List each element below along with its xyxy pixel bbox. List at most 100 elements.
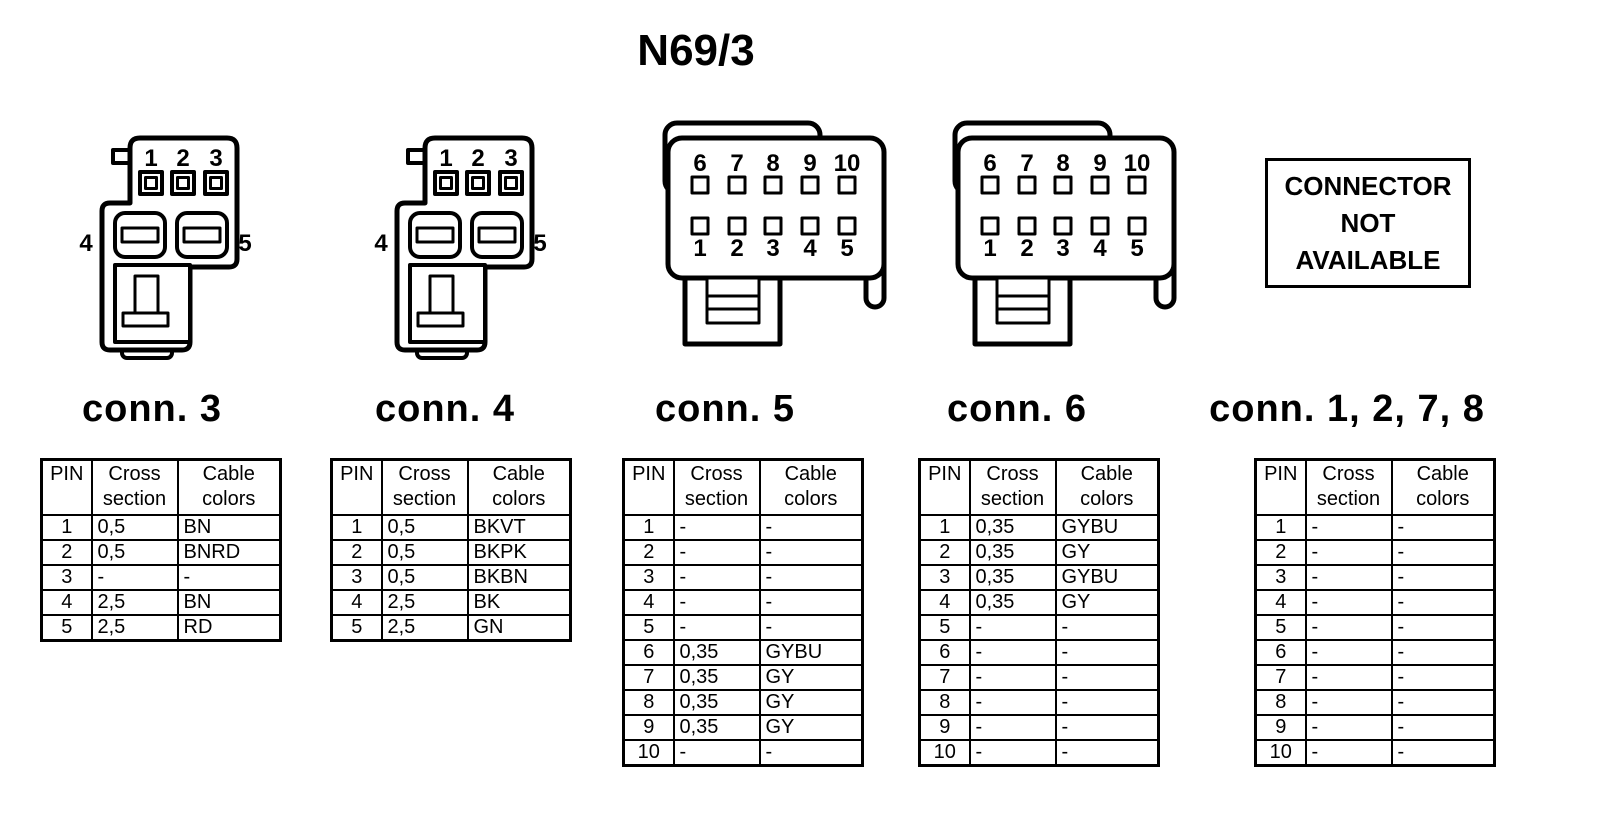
- cross-section-cell: -: [1304, 614, 1393, 641]
- pin-cavities-bottom-row: [980, 216, 1147, 236]
- pin-number-label: 1: [439, 145, 452, 172]
- connector-housing-drawing-conn3: 1 2 3 4 5: [79, 135, 252, 360]
- cross-section-cell: -: [672, 614, 761, 641]
- cable-colors-cell: GYBU: [1054, 564, 1160, 591]
- pin-cell: 2: [40, 539, 93, 566]
- pin-cell: 5: [40, 614, 93, 642]
- table-row: 5--: [622, 614, 864, 641]
- pin-number-label: 2: [730, 235, 743, 262]
- pin-cell: 3: [1254, 564, 1307, 591]
- pin-cell: 4: [1254, 589, 1307, 616]
- pin-number-label: 7: [1020, 150, 1033, 177]
- na-box-line: CONNECTOR: [1284, 170, 1452, 201]
- pin-cell: 4: [622, 589, 675, 616]
- cable-colors-cell: -: [1054, 689, 1160, 716]
- table-row: 9--: [1254, 714, 1496, 741]
- cross-section-cell: -: [968, 639, 1057, 666]
- pin-cell: 2: [330, 539, 383, 566]
- pin-cell: 3: [622, 564, 675, 591]
- table-row: 4--: [622, 589, 864, 616]
- pin-cell: 10: [1254, 739, 1307, 767]
- cross-section-cell: 0,5: [90, 514, 179, 541]
- pin-number-label: 8: [766, 150, 779, 177]
- connector-caption-conn5: conn. 5: [654, 388, 796, 430]
- pin-cell: 5: [1254, 614, 1307, 641]
- connector-housing-drawing-conn5: 6 7 8 9 10 1 2 3 4 5: [662, 120, 887, 347]
- pin-cell: 2: [918, 539, 971, 566]
- cable-colors-cell: BN: [176, 514, 282, 541]
- pin-cell: 1: [622, 514, 675, 541]
- pin-number-label: 2: [1020, 235, 1033, 262]
- pin-cavities-top-row: [138, 170, 229, 196]
- table-row: 10--: [622, 739, 864, 767]
- pin-cell: 2: [622, 539, 675, 566]
- cable-colors-cell: BKPK: [466, 539, 572, 566]
- pin-column-header: PIN: [40, 458, 93, 516]
- pin-number-label: 8: [1056, 150, 1069, 177]
- pin-table-body: 1--2--3--4--5--6--7--8--9--10--: [1254, 514, 1496, 767]
- pin-number-label: 3: [504, 145, 517, 172]
- pin-cavities-slot-row: [408, 211, 524, 259]
- page-title: N69/3: [637, 26, 755, 75]
- table-row: 2--: [622, 539, 864, 566]
- pin-number-label: 3: [1056, 235, 1069, 262]
- cable-colors-cell: -: [1390, 514, 1496, 541]
- cross-section-cell: -: [968, 739, 1057, 767]
- cross-section-cell: 0,35: [672, 664, 761, 691]
- cable-colors-cell: -: [1054, 664, 1160, 691]
- cross-section-cell: -: [672, 514, 761, 541]
- cable-colors-cell: BKVT: [466, 514, 572, 541]
- cross-section-cell: 2,5: [90, 589, 179, 616]
- table-row: 3--: [40, 564, 282, 591]
- cross-section-cell: -: [1304, 589, 1393, 616]
- pin-number-label: 4: [79, 230, 93, 257]
- table-row: 6--: [1254, 639, 1496, 666]
- pin-column-header: PIN: [330, 458, 383, 516]
- table-row: 5--: [1254, 614, 1496, 641]
- cable-colors-cell: GYBU: [758, 639, 864, 666]
- pin-cell: 8: [622, 689, 675, 716]
- pin-number-label: 9: [1093, 150, 1106, 177]
- pin-number-label: 1: [144, 145, 157, 172]
- cable-colors-cell: GY: [758, 689, 864, 716]
- cable-colors-cell: -: [1390, 539, 1496, 566]
- cross-section-cell: -: [672, 589, 761, 616]
- pin-cell: 4: [330, 589, 383, 616]
- cable-colors-cell: GN: [466, 614, 572, 642]
- cable-colors-cell: -: [1054, 614, 1160, 641]
- cable-colors-cell: BKBN: [466, 564, 572, 591]
- pin-cavities-bottom-row: [690, 216, 857, 236]
- pin-cell: 3: [918, 564, 971, 591]
- pin-cell: 4: [918, 589, 971, 616]
- cross-section-cell: 0,35: [672, 714, 761, 741]
- pin-cell: 9: [1254, 714, 1307, 741]
- connector-housing-drawing-conn4: 1 2 3 4 5: [374, 135, 547, 360]
- cross-section-cell: -: [1304, 514, 1393, 541]
- pin-number-label: 3: [766, 235, 779, 262]
- pin-cell: 5: [918, 614, 971, 641]
- cable-colors-cell: RD: [176, 614, 282, 642]
- pin-number-label: 9: [803, 150, 816, 177]
- cable-colors-cell: -: [1390, 564, 1496, 591]
